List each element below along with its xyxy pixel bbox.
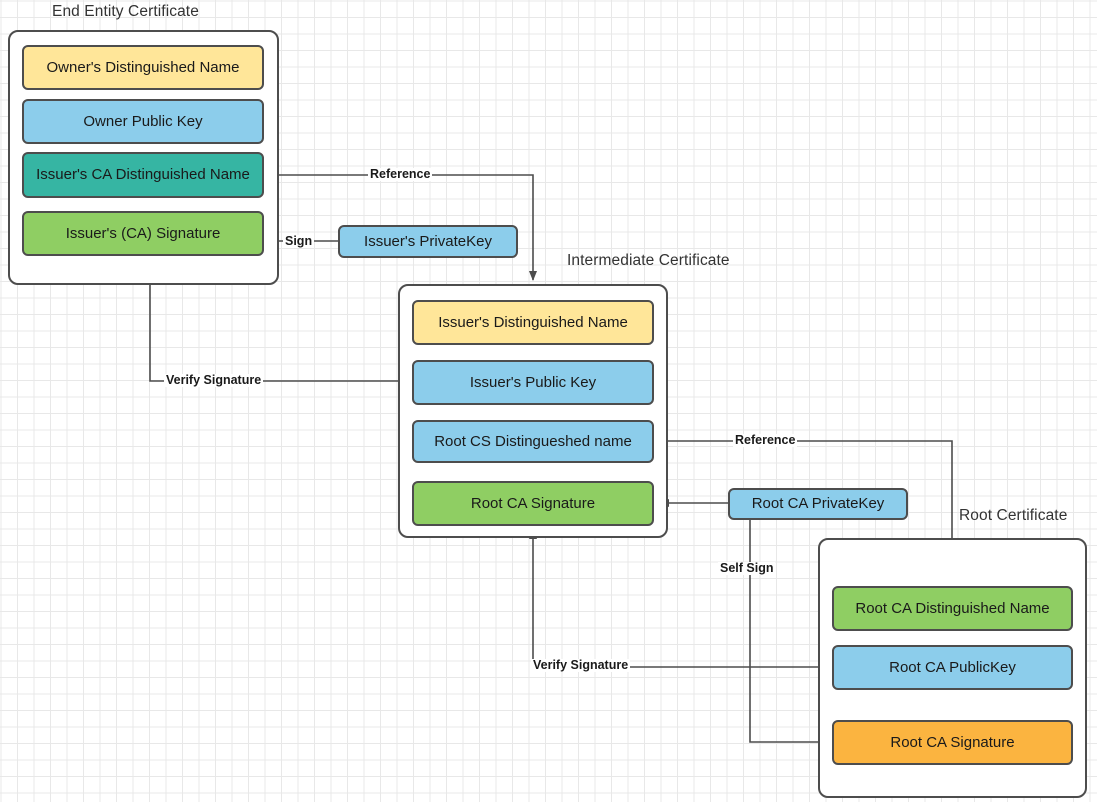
edge-verify-signature-end-entity: [146, 271, 412, 382]
field-root-cs-distingueshed-name[interactable]: Root CS Distingueshed name: [412, 420, 654, 463]
field-root-ca-signature[interactable]: Root CA Signature: [832, 720, 1073, 765]
field-label: Issuer's (CA) Signature: [65, 224, 221, 242]
field-label: Issuer's Distinguished Name: [438, 313, 628, 331]
field-label: Root CS Distingueshed name: [434, 432, 632, 450]
key-label: Root CA PrivateKey: [751, 495, 885, 513]
field-root-ca-distinguished-name[interactable]: Root CA Distinguished Name: [832, 586, 1073, 631]
key-label: Issuer's PrivateKey: [364, 232, 492, 250]
edge-label-reference-intermediate: Reference: [733, 433, 798, 447]
field-label: Root CA Signature: [890, 733, 1015, 751]
edge-label-self-sign: Self Sign: [718, 561, 776, 575]
field-issuer-distinguished-name[interactable]: Issuer's Distinguished Name: [412, 300, 654, 345]
field-label: Owner Public Key: [83, 112, 203, 130]
key-root-ca-privatekey[interactable]: Root CA PrivateKey: [728, 488, 908, 520]
field-owner-public-key[interactable]: Owner Public Key: [22, 99, 264, 144]
edge-label-reference-end-entity: Reference: [368, 167, 433, 181]
edge-label-verify-signature-root: Verify Signature: [531, 658, 631, 672]
key-issuers-privatekey[interactable]: Issuer's PrivateKey: [338, 225, 518, 258]
edge-verify-signature-root: [529, 529, 832, 668]
edge-label-sign: Sign: [283, 234, 315, 248]
field-issuer-public-key[interactable]: Issuer's Public Key: [412, 360, 654, 405]
field-label: Root CA Distinguished Name: [855, 599, 1050, 617]
field-label: Issuer's CA Distinguished Name: [36, 166, 250, 184]
edge-self-sign: [749, 520, 829, 746]
field-label: Root CA Signature: [470, 494, 596, 512]
field-intermediate-root-ca-signature[interactable]: Root CA Signature: [412, 481, 654, 526]
end-entity-certificate-title: End Entity Certificate: [52, 3, 199, 20]
root-certificate-title: Root Certificate: [959, 507, 1068, 524]
field-issuer-ca-distinguished-name[interactable]: Issuer's CA Distinguished Name: [22, 152, 264, 198]
field-label: Root CA PublicKey: [889, 658, 1016, 676]
intermediate-certificate-title: Intermediate Certificate: [567, 252, 730, 269]
field-issuer-ca-signature[interactable]: Issuer's (CA) Signature: [22, 211, 264, 256]
field-owner-distinguished-name[interactable]: Owner's Distinguished Name: [22, 45, 264, 90]
field-root-ca-publickey[interactable]: Root CA PublicKey: [832, 645, 1073, 690]
edge-label-verify-signature-end-entity: Verify Signature: [164, 373, 264, 387]
field-label: Issuer's Public Key: [469, 373, 597, 391]
field-label: Owner's Distinguished Name: [46, 58, 240, 76]
